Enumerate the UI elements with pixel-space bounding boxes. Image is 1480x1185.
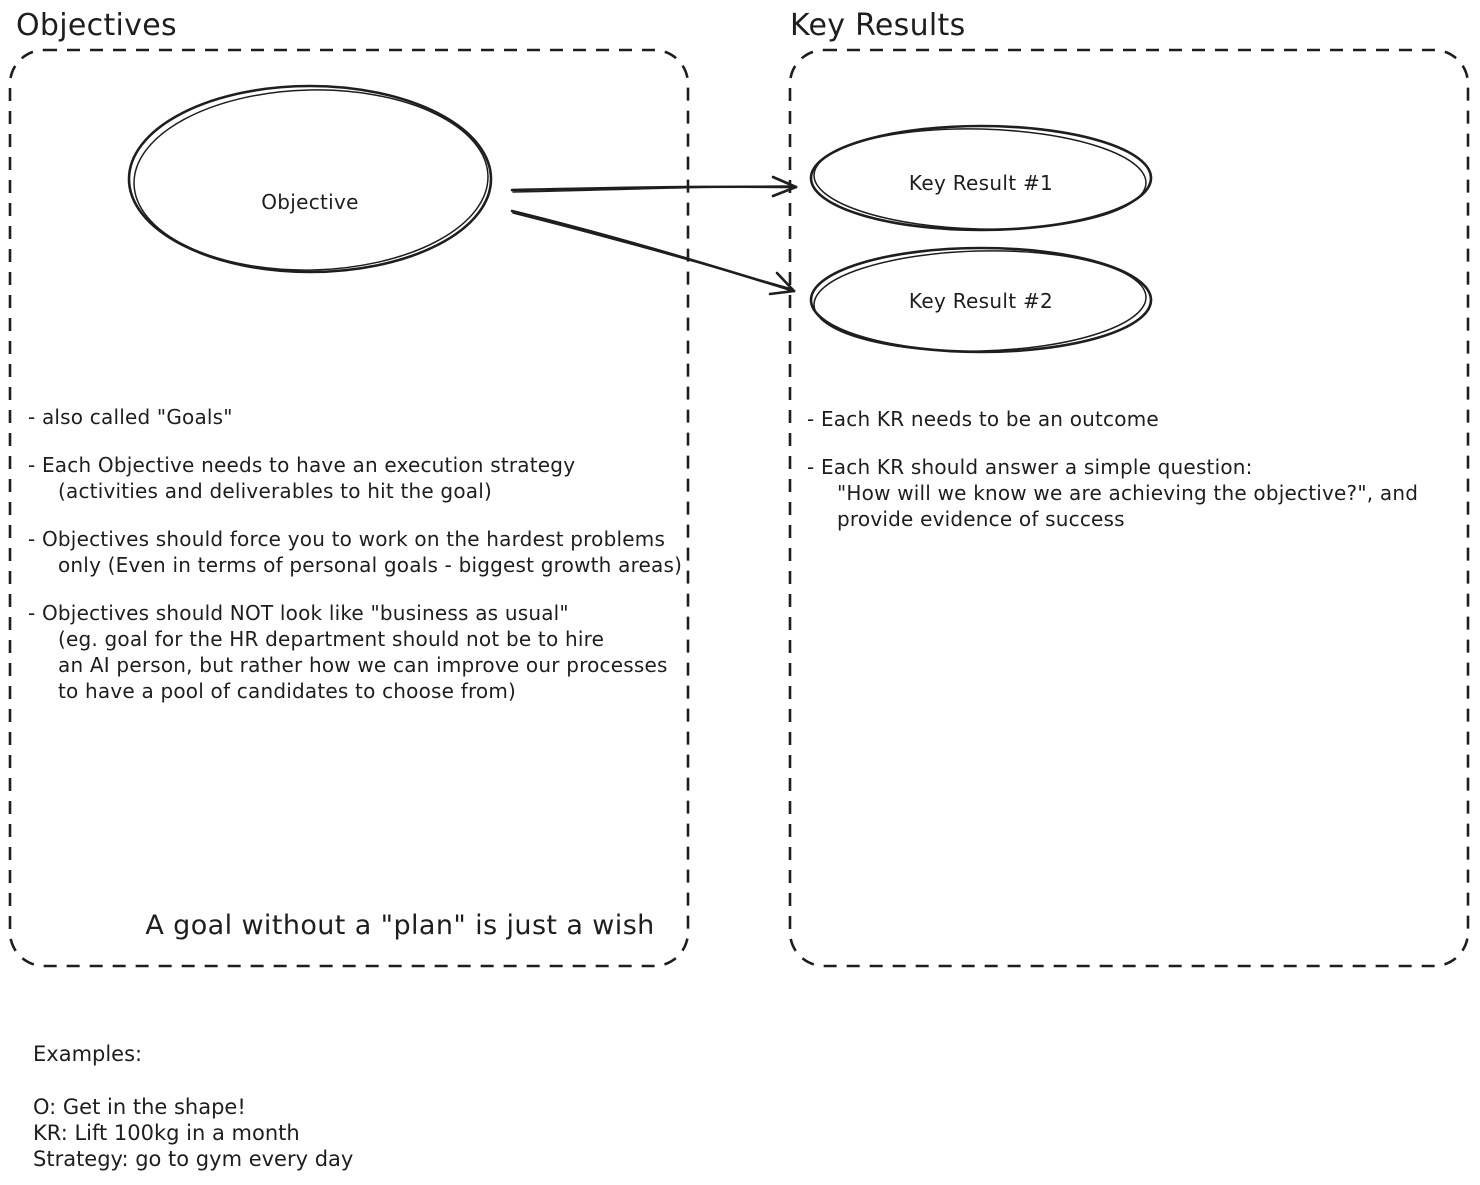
bullet-line: an AI person, but rather how we can impr…: [58, 653, 668, 677]
bullet-line: - Each KR needs to be an outcome: [807, 407, 1159, 431]
arrow-objective-to-kr1: [510, 175, 798, 198]
objective-ellipse: [127, 84, 493, 274]
key-result-2-ellipse: [809, 246, 1153, 354]
key-results-section-title: Key Results: [790, 8, 966, 43]
objective-ellipse-label: Objective: [261, 190, 359, 214]
examples-block: Examples: O: Get in the shape! KR: Lift …: [33, 1041, 353, 1172]
example-objective-line: O: Get in the shape!: [33, 1095, 246, 1119]
objectives-section-title: Objectives: [16, 8, 177, 43]
key-result-1-ellipse: [809, 124, 1153, 232]
bullet-line: - Objectives should force you to work on…: [28, 527, 666, 551]
key-results-bullet-1: - Each KR needs to be an outcome: [807, 406, 1447, 432]
bullet-line: only (Even in terms of personal goals - …: [58, 553, 683, 577]
objectives-bullet-4: - Objectives should NOT look like "busin…: [28, 600, 688, 704]
bullet-line: - Each Objective needs to have an execut…: [28, 453, 576, 477]
objectives-notes: - also called "Goals" - Each Objective n…: [28, 404, 688, 726]
objectives-panel-border: [8, 48, 690, 968]
examples-heading: Examples:: [33, 1042, 143, 1066]
key-result-2-label: Key Result #2: [908, 289, 1054, 313]
key-results-panel-border: [788, 48, 1470, 968]
bullet-line: - Objectives should NOT look like "busin…: [28, 601, 569, 625]
bullet-line: (activities and deliverables to hit the …: [58, 479, 492, 503]
bullet-line: provide evidence of success: [837, 507, 1125, 531]
arrow-objective-to-kr2: [510, 209, 796, 296]
example-strategy-line: Strategy: go to gym every day: [33, 1147, 354, 1171]
key-results-bullet-2: - Each KR should answer a simple questio…: [807, 454, 1447, 532]
bullet-line: (eg. goal for the HR department should n…: [58, 627, 605, 651]
key-result-1-label: Key Result #1: [908, 171, 1054, 195]
objectives-bullet-2: - Each Objective needs to have an execut…: [28, 452, 688, 504]
bullet-line: - Each KR should answer a simple questio…: [807, 455, 1253, 479]
example-kr-line: KR: Lift 100kg in a month: [33, 1121, 300, 1145]
key-results-notes: - Each KR needs to be an outcome - Each …: [807, 406, 1447, 554]
objectives-bullet-3: - Objectives should force you to work on…: [28, 526, 688, 578]
bullet-line: - also called "Goals": [28, 405, 233, 429]
bullet-line: "How will we know we are achieving the o…: [837, 481, 1419, 505]
objectives-quote: A goal without a "plan" is just a wish: [145, 910, 655, 941]
objectives-bullet-1: - also called "Goals": [28, 404, 688, 430]
bullet-line: to have a pool of candidates to choose f…: [58, 679, 517, 703]
